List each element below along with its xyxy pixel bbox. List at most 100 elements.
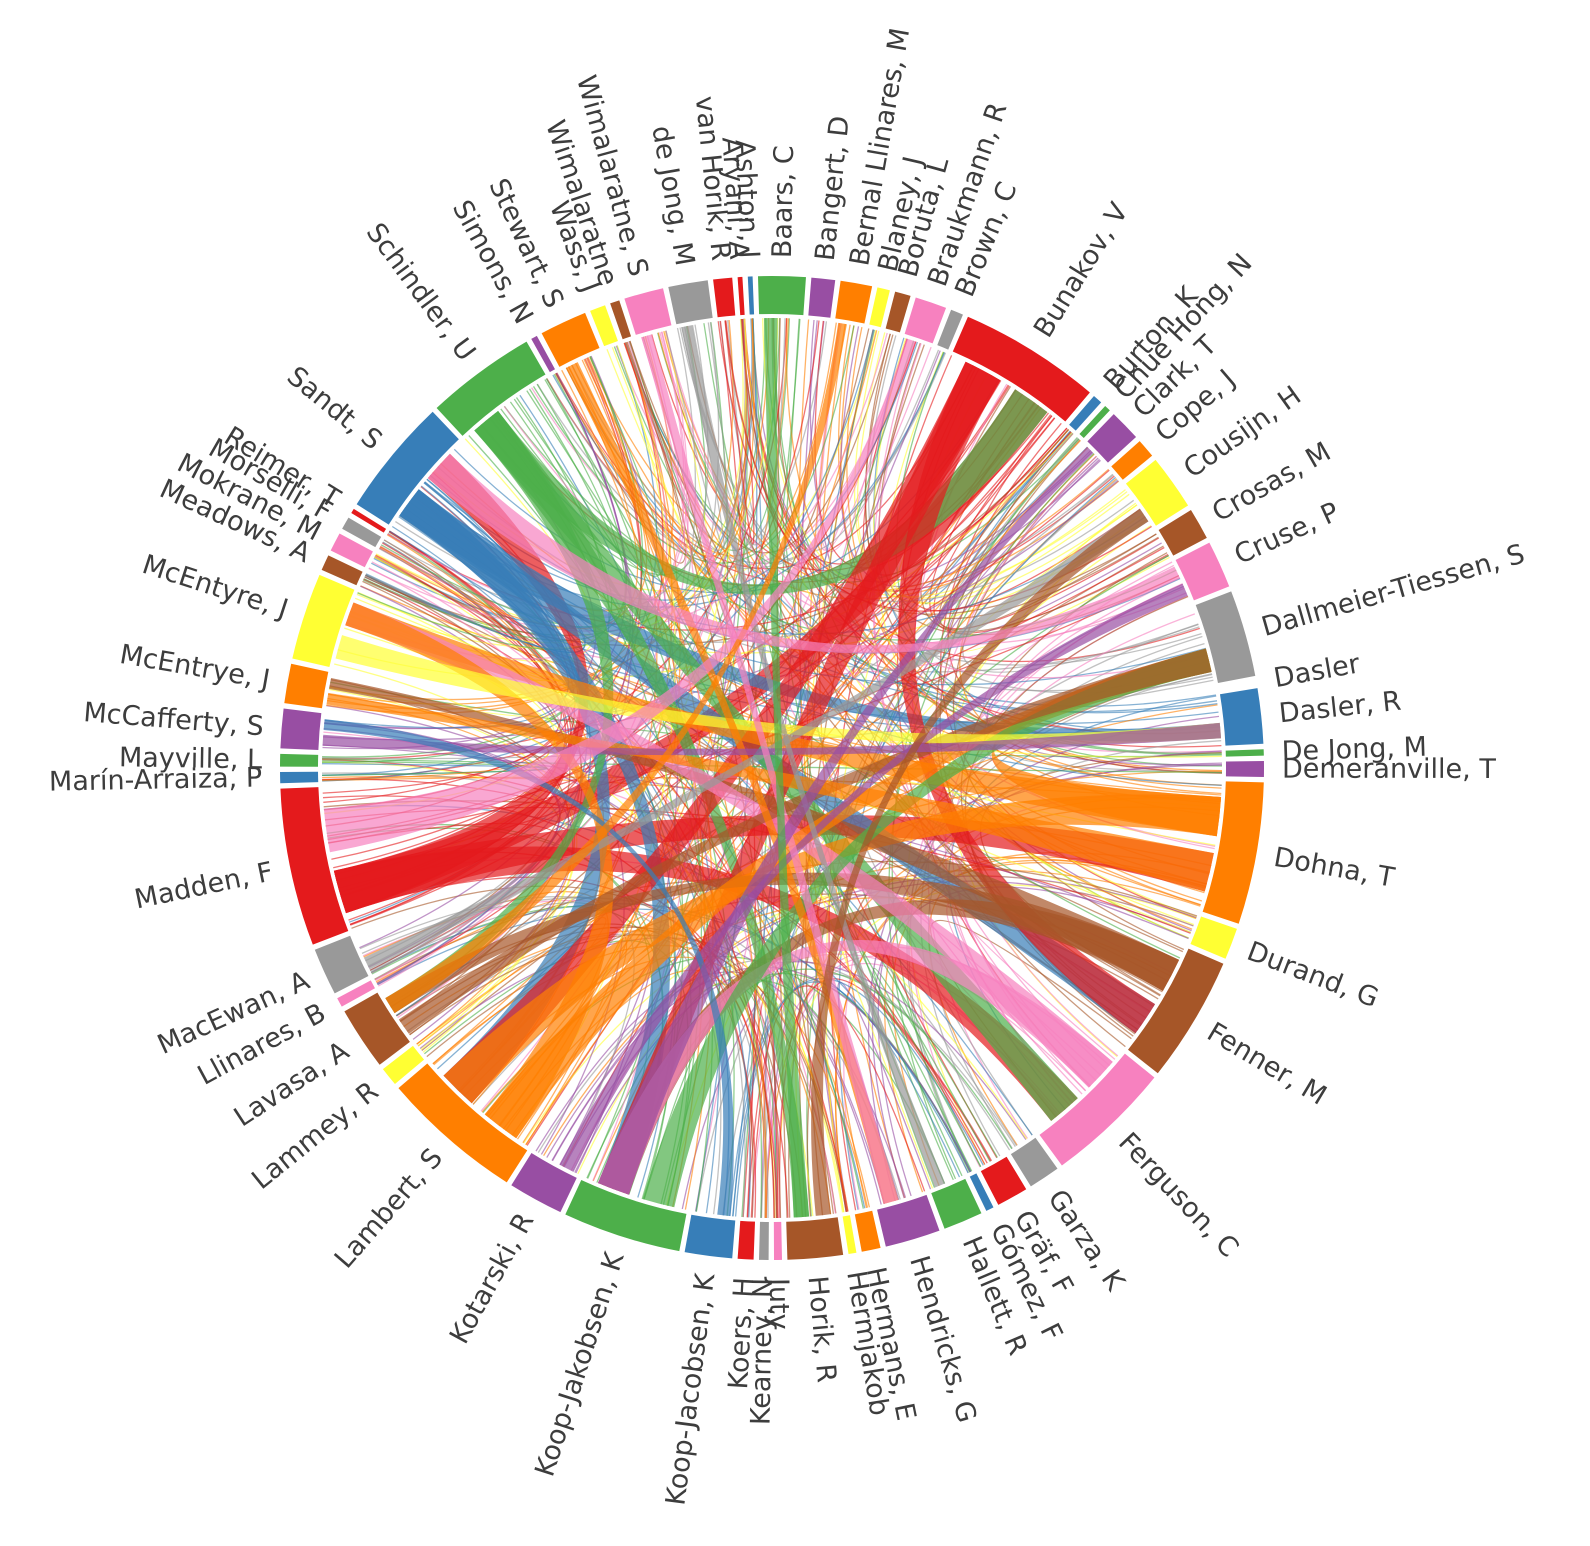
arc-mcentyre-j[interactable] bbox=[292, 574, 355, 667]
label-demeranville-t: Demeranville, T bbox=[1282, 754, 1496, 785]
arc-dasler-r[interactable] bbox=[1219, 688, 1264, 746]
arc-macewan-a[interactable] bbox=[314, 935, 369, 994]
ribbon-sandt-s-to-lambert-s bbox=[399, 489, 610, 1104]
arc-meadows-a[interactable] bbox=[321, 555, 363, 586]
arc-lammey-r[interactable] bbox=[382, 1045, 425, 1085]
ribbon-de-jong-m-to-hallett-r bbox=[681, 325, 946, 1188]
arc-lavasa-a[interactable] bbox=[344, 992, 410, 1065]
chord-koop-jacobsen-k-to-hallett-r bbox=[734, 981, 961, 1217]
arc-koers-h[interactable] bbox=[737, 1220, 756, 1260]
arc-aryani-a[interactable] bbox=[737, 276, 745, 316]
arc-brown-c[interactable] bbox=[937, 309, 963, 350]
arc-wimalaratne-s[interactable] bbox=[624, 288, 672, 335]
arc-juty[interactable] bbox=[773, 1221, 783, 1260]
arc-crosas-m[interactable] bbox=[1158, 510, 1207, 556]
arc-hallett-r[interactable] bbox=[931, 1178, 982, 1229]
label-mcentyre-j: McEntyre, J bbox=[138, 549, 291, 625]
arc-morselli-f[interactable] bbox=[342, 517, 382, 548]
arc-dasler[interactable] bbox=[1218, 681, 1257, 690]
arc-llinares-b[interactable] bbox=[337, 980, 375, 1007]
arc-braukmann-r[interactable] bbox=[904, 297, 947, 344]
ribbon-dohna-t-to-mcentyre-j bbox=[345, 602, 1222, 837]
label-de-jong-m: de Jong, M bbox=[645, 123, 700, 268]
arc-mcentrye-j[interactable] bbox=[284, 663, 329, 709]
arc-hendricks-g[interactable] bbox=[877, 1194, 940, 1247]
chord-wass-j-to-wimalaratne-s bbox=[606, 330, 708, 555]
arc-dohna-t[interactable] bbox=[1202, 781, 1264, 924]
label-bunakov-v: Bunakov, V bbox=[1028, 197, 1135, 343]
arc-simons-n[interactable] bbox=[531, 335, 556, 373]
label-juty: Juty bbox=[763, 1276, 795, 1330]
arc-bunakov-v[interactable] bbox=[952, 316, 1090, 422]
arc-schindler-u[interactable] bbox=[436, 341, 546, 436]
arc-reimer-t[interactable] bbox=[351, 508, 387, 533]
arc-dallmeier-tiessen-s[interactable] bbox=[1195, 591, 1256, 684]
chord-cousijn-h-to-boruta-l bbox=[857, 332, 1126, 599]
chord-bunakov-v-to-hermans-e bbox=[828, 355, 953, 1211]
arc-madden-f[interactable] bbox=[280, 787, 349, 945]
arc-graf-f[interactable] bbox=[980, 1156, 1027, 1205]
arc-ferguson-c[interactable] bbox=[1039, 1053, 1155, 1166]
label-dasler: Dasler bbox=[1271, 648, 1363, 694]
arc-blaney-j[interactable] bbox=[869, 287, 890, 328]
chord-simons-n-to-macewan-a bbox=[359, 372, 631, 949]
arc-mccafferty-s[interactable] bbox=[280, 708, 322, 750]
arc-koop-jacobsen-k[interactable] bbox=[684, 1214, 736, 1259]
arc-garza-k[interactable] bbox=[1010, 1137, 1058, 1187]
arc-horik-r[interactable] bbox=[786, 1217, 844, 1260]
arc-chue-hong-n[interactable] bbox=[1079, 405, 1110, 438]
label-marin-arraiza-p: Marín-Arraiza, P bbox=[49, 762, 263, 797]
label-ferguson-c: Ferguson, C bbox=[1112, 1127, 1244, 1264]
label-mcentrye-j: McEntrye, J bbox=[117, 639, 272, 696]
label-horik-r: Horik, R bbox=[802, 1275, 842, 1384]
arc-cousijn-h[interactable] bbox=[1125, 459, 1189, 526]
arc-demeranville-t[interactable] bbox=[1225, 761, 1264, 778]
label-koop-jacobsen-k: Koop-Jacobsen, K bbox=[660, 1270, 721, 1507]
arc-de-jong-m[interactable] bbox=[668, 280, 713, 325]
ribbon-schindler-u-to-lavasa-a bbox=[385, 410, 614, 1014]
arc-kearney-n[interactable] bbox=[758, 1221, 769, 1260]
arc-mokrane-m[interactable] bbox=[330, 533, 373, 568]
ribbon-fenner-m-to-koop-jakobsen-k bbox=[598, 899, 1180, 1195]
chord-de-jong-m-to-wimalaratne-s bbox=[657, 332, 1222, 756]
chord-de-jong-m-to-baars-c bbox=[691, 318, 786, 546]
label-lambert-s: Lambert, S bbox=[329, 1143, 449, 1275]
arc-bernal-llinares-m[interactable] bbox=[835, 280, 873, 324]
arc-boruta-l[interactable] bbox=[885, 291, 911, 333]
arc-hermans-e[interactable] bbox=[854, 1210, 881, 1252]
arc-cruse-p[interactable] bbox=[1175, 542, 1230, 601]
arc-mayville-l[interactable] bbox=[280, 753, 319, 767]
arc-marin-arraiza-p[interactable] bbox=[280, 771, 319, 784]
label-koers-h: Koers, H bbox=[723, 1276, 760, 1390]
arc-van-horik-r[interactable] bbox=[713, 277, 736, 318]
arc-clark-t[interactable] bbox=[1087, 414, 1137, 463]
ribbon-mcentrye-j-to-dohna-t bbox=[326, 693, 1214, 892]
arc-baars-c[interactable] bbox=[757, 276, 806, 316]
arc-de-jong-m[interactable] bbox=[1225, 749, 1264, 757]
ribbon-wimalaratne-s-to-hendricks-g bbox=[641, 334, 899, 1204]
chord-horik-r-to-blaney-j bbox=[805, 329, 874, 1216]
arc-cope-j[interactable] bbox=[1111, 441, 1153, 480]
arc-durand-g[interactable] bbox=[1190, 916, 1237, 959]
arc-lambert-s[interactable] bbox=[398, 1063, 528, 1183]
arc-wass-j[interactable] bbox=[590, 305, 618, 347]
arc-sandt-s[interactable] bbox=[356, 411, 459, 525]
arc-fenner-m[interactable] bbox=[1128, 948, 1224, 1074]
arc-koop-jakobsen-k[interactable] bbox=[565, 1179, 687, 1252]
chord-kotarski-r-to-durand-g bbox=[546, 875, 1197, 1158]
chord-koers-h-to-hendricks-g bbox=[747, 985, 926, 1218]
arc-ashton-j[interactable] bbox=[747, 276, 755, 315]
chord-graf-f-to-mayville-l bbox=[322, 758, 993, 1162]
arc-hermjakob[interactable] bbox=[842, 1215, 857, 1255]
arc-kotarski-r[interactable] bbox=[511, 1153, 577, 1213]
chords bbox=[321, 317, 1223, 1219]
arc-wimalaratne[interactable] bbox=[610, 300, 632, 340]
arc-stewart-s[interactable] bbox=[541, 312, 600, 367]
arc-burton-k[interactable] bbox=[1069, 395, 1102, 431]
label-koop-jakobsen-k: Koop-Jakobsen, K bbox=[529, 1247, 630, 1480]
arc-gomez-f[interactable] bbox=[969, 1173, 994, 1211]
label-baars-c: Baars, C bbox=[767, 145, 800, 258]
ribbon-clark-t-to-koop-jakobsen-k bbox=[598, 446, 1094, 1195]
label-durand-g: Durand, G bbox=[1243, 936, 1383, 1014]
arc-bangert-d[interactable] bbox=[808, 277, 836, 318]
